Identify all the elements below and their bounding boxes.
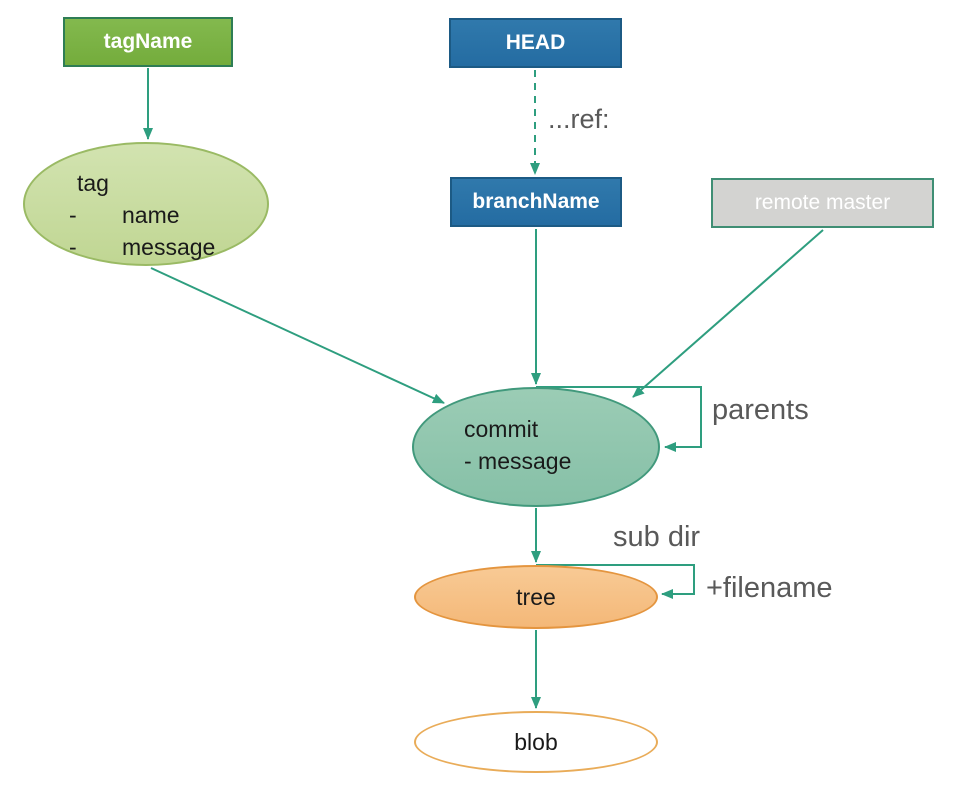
edge-label-ref: ...ref:	[548, 104, 610, 134]
edge-label-filename: +filename	[706, 572, 833, 604]
tag-node-title: tag	[77, 170, 109, 196]
node-tree: tree	[414, 565, 658, 629]
arrow-tree-subdir-self-loop	[536, 564, 695, 599]
tag-attr-message-label: message	[122, 234, 216, 260]
node-commit: commit - message	[412, 387, 660, 507]
tag-node-text: tag - name - message	[69, 167, 215, 263]
edge-label-sub-dir: sub dir	[613, 521, 701, 553]
tag-node-attr-name: - name	[69, 199, 215, 231]
node-remote-master: remote master	[711, 178, 934, 228]
commit-node-title: commit	[464, 416, 539, 442]
arrow-tag-to-commit	[150, 267, 445, 404]
blob-node-label: blob	[514, 728, 558, 755]
arrow-remote-master-to-commit	[632, 229, 824, 398]
node-tagname: tagName	[63, 17, 233, 67]
tag-node-attr-message: - message	[69, 231, 215, 263]
tree-node-label: tree	[516, 583, 556, 610]
arrow-commit-parents-self-loop	[536, 386, 702, 452]
bullet-dash: -	[69, 202, 77, 228]
node-tag: tag - name - message	[23, 142, 269, 266]
node-blob: blob	[414, 711, 658, 773]
commit-node-text: commit - message	[464, 413, 571, 477]
node-branchname: branchName	[450, 177, 622, 227]
commit-node-attr-message: - message	[464, 448, 572, 474]
bullet-dash: -	[69, 234, 77, 260]
node-head: HEAD	[449, 18, 622, 68]
tag-attr-name-label: name	[122, 202, 180, 228]
edge-label-parents: parents	[712, 394, 809, 426]
